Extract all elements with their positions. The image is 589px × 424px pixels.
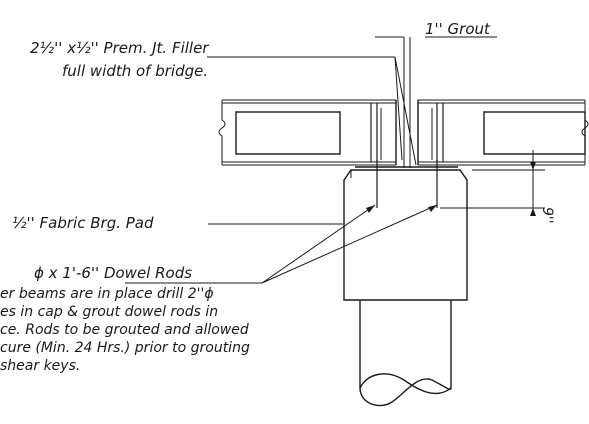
right-beam (418, 99, 589, 166)
joint-filler (395, 100, 419, 168)
leader-lines (125, 36, 497, 284)
note-line-4: cure (Min. 24 Hrs.) prior to grouting (0, 340, 250, 356)
dowel-rods (376, 160, 438, 208)
joint-filler-label-line1: 2½'' x½'' Prem. Jt. Filler (30, 39, 209, 57)
dimension-label: 9'' (539, 207, 555, 224)
note-line-5: shear keys. (0, 358, 80, 374)
pier-cap (343, 166, 468, 301)
grout-label: 1'' Grout (425, 20, 491, 38)
note-line-2: es in cap & grout dowel rods in (0, 304, 218, 320)
note-line-1: er beams are in place drill 2''ϕ (0, 286, 214, 302)
dimension-9in (440, 150, 545, 216)
pier-column (359, 300, 452, 407)
dowel-rods-label: ϕ x 1'-6'' Dowel Rods (34, 264, 192, 282)
bearing-pad-label: ½'' Fabric Brg. Pad (12, 214, 154, 232)
left-beam (218, 99, 396, 166)
note-line-3: ce. Rods to be grouted and allowed (0, 322, 249, 338)
joint-filler-label-line2: full width of bridge. (62, 62, 208, 80)
